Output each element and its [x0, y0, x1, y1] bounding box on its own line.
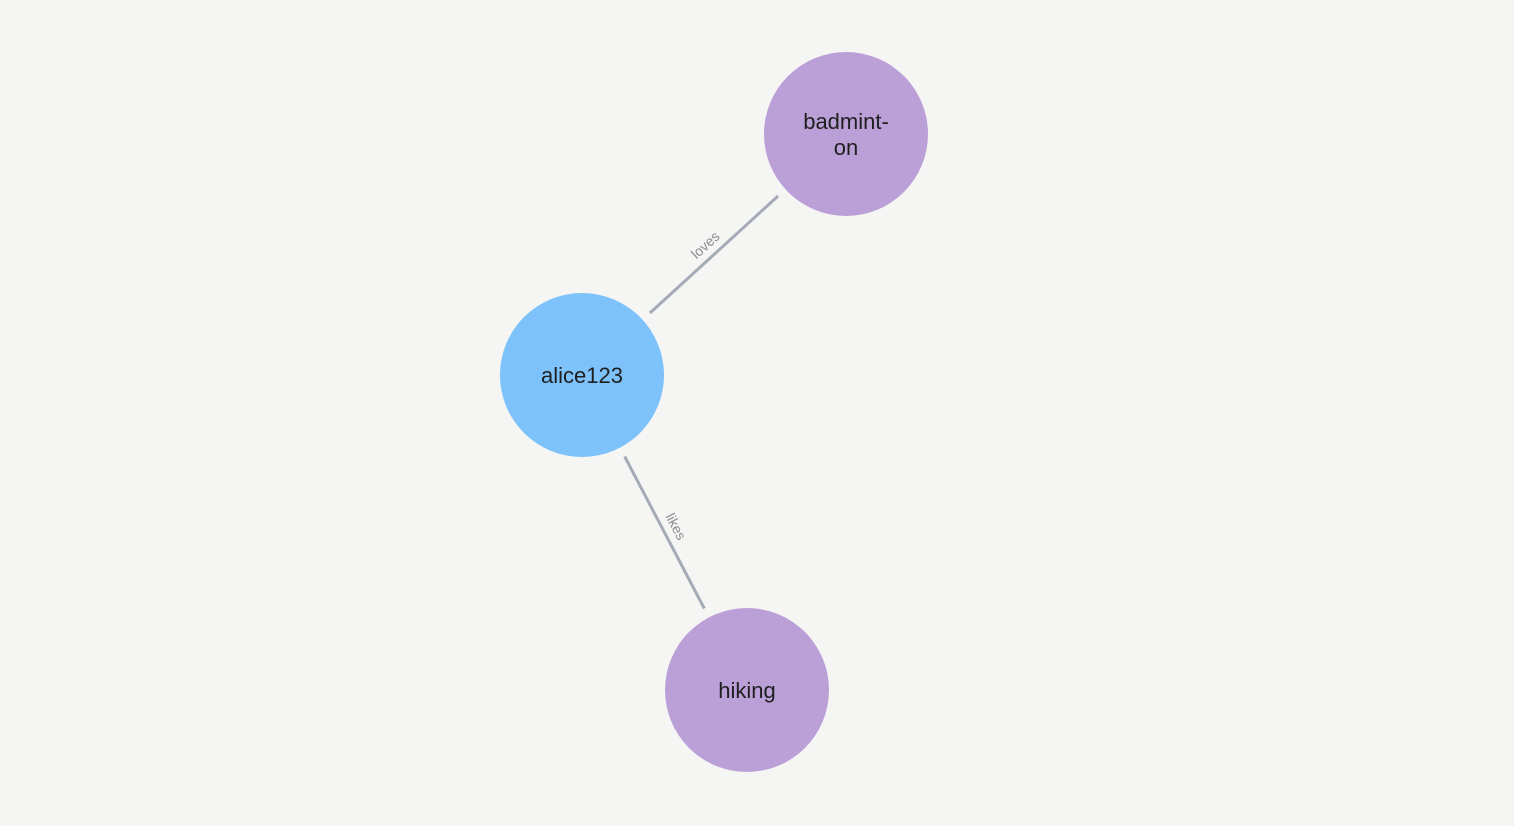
- node-circle-hiking[interactable]: [665, 608, 829, 772]
- node-hiking[interactable]: hiking: [665, 608, 829, 772]
- node-circle-alice123[interactable]: [500, 293, 664, 457]
- edge-loves[interactable]: [648, 194, 780, 315]
- edge-likes[interactable]: [623, 455, 706, 610]
- node-badminton[interactable]: badmint-on: [764, 52, 928, 216]
- node-circle-badminton[interactable]: [764, 52, 928, 216]
- node-alice123[interactable]: alice123: [500, 293, 664, 457]
